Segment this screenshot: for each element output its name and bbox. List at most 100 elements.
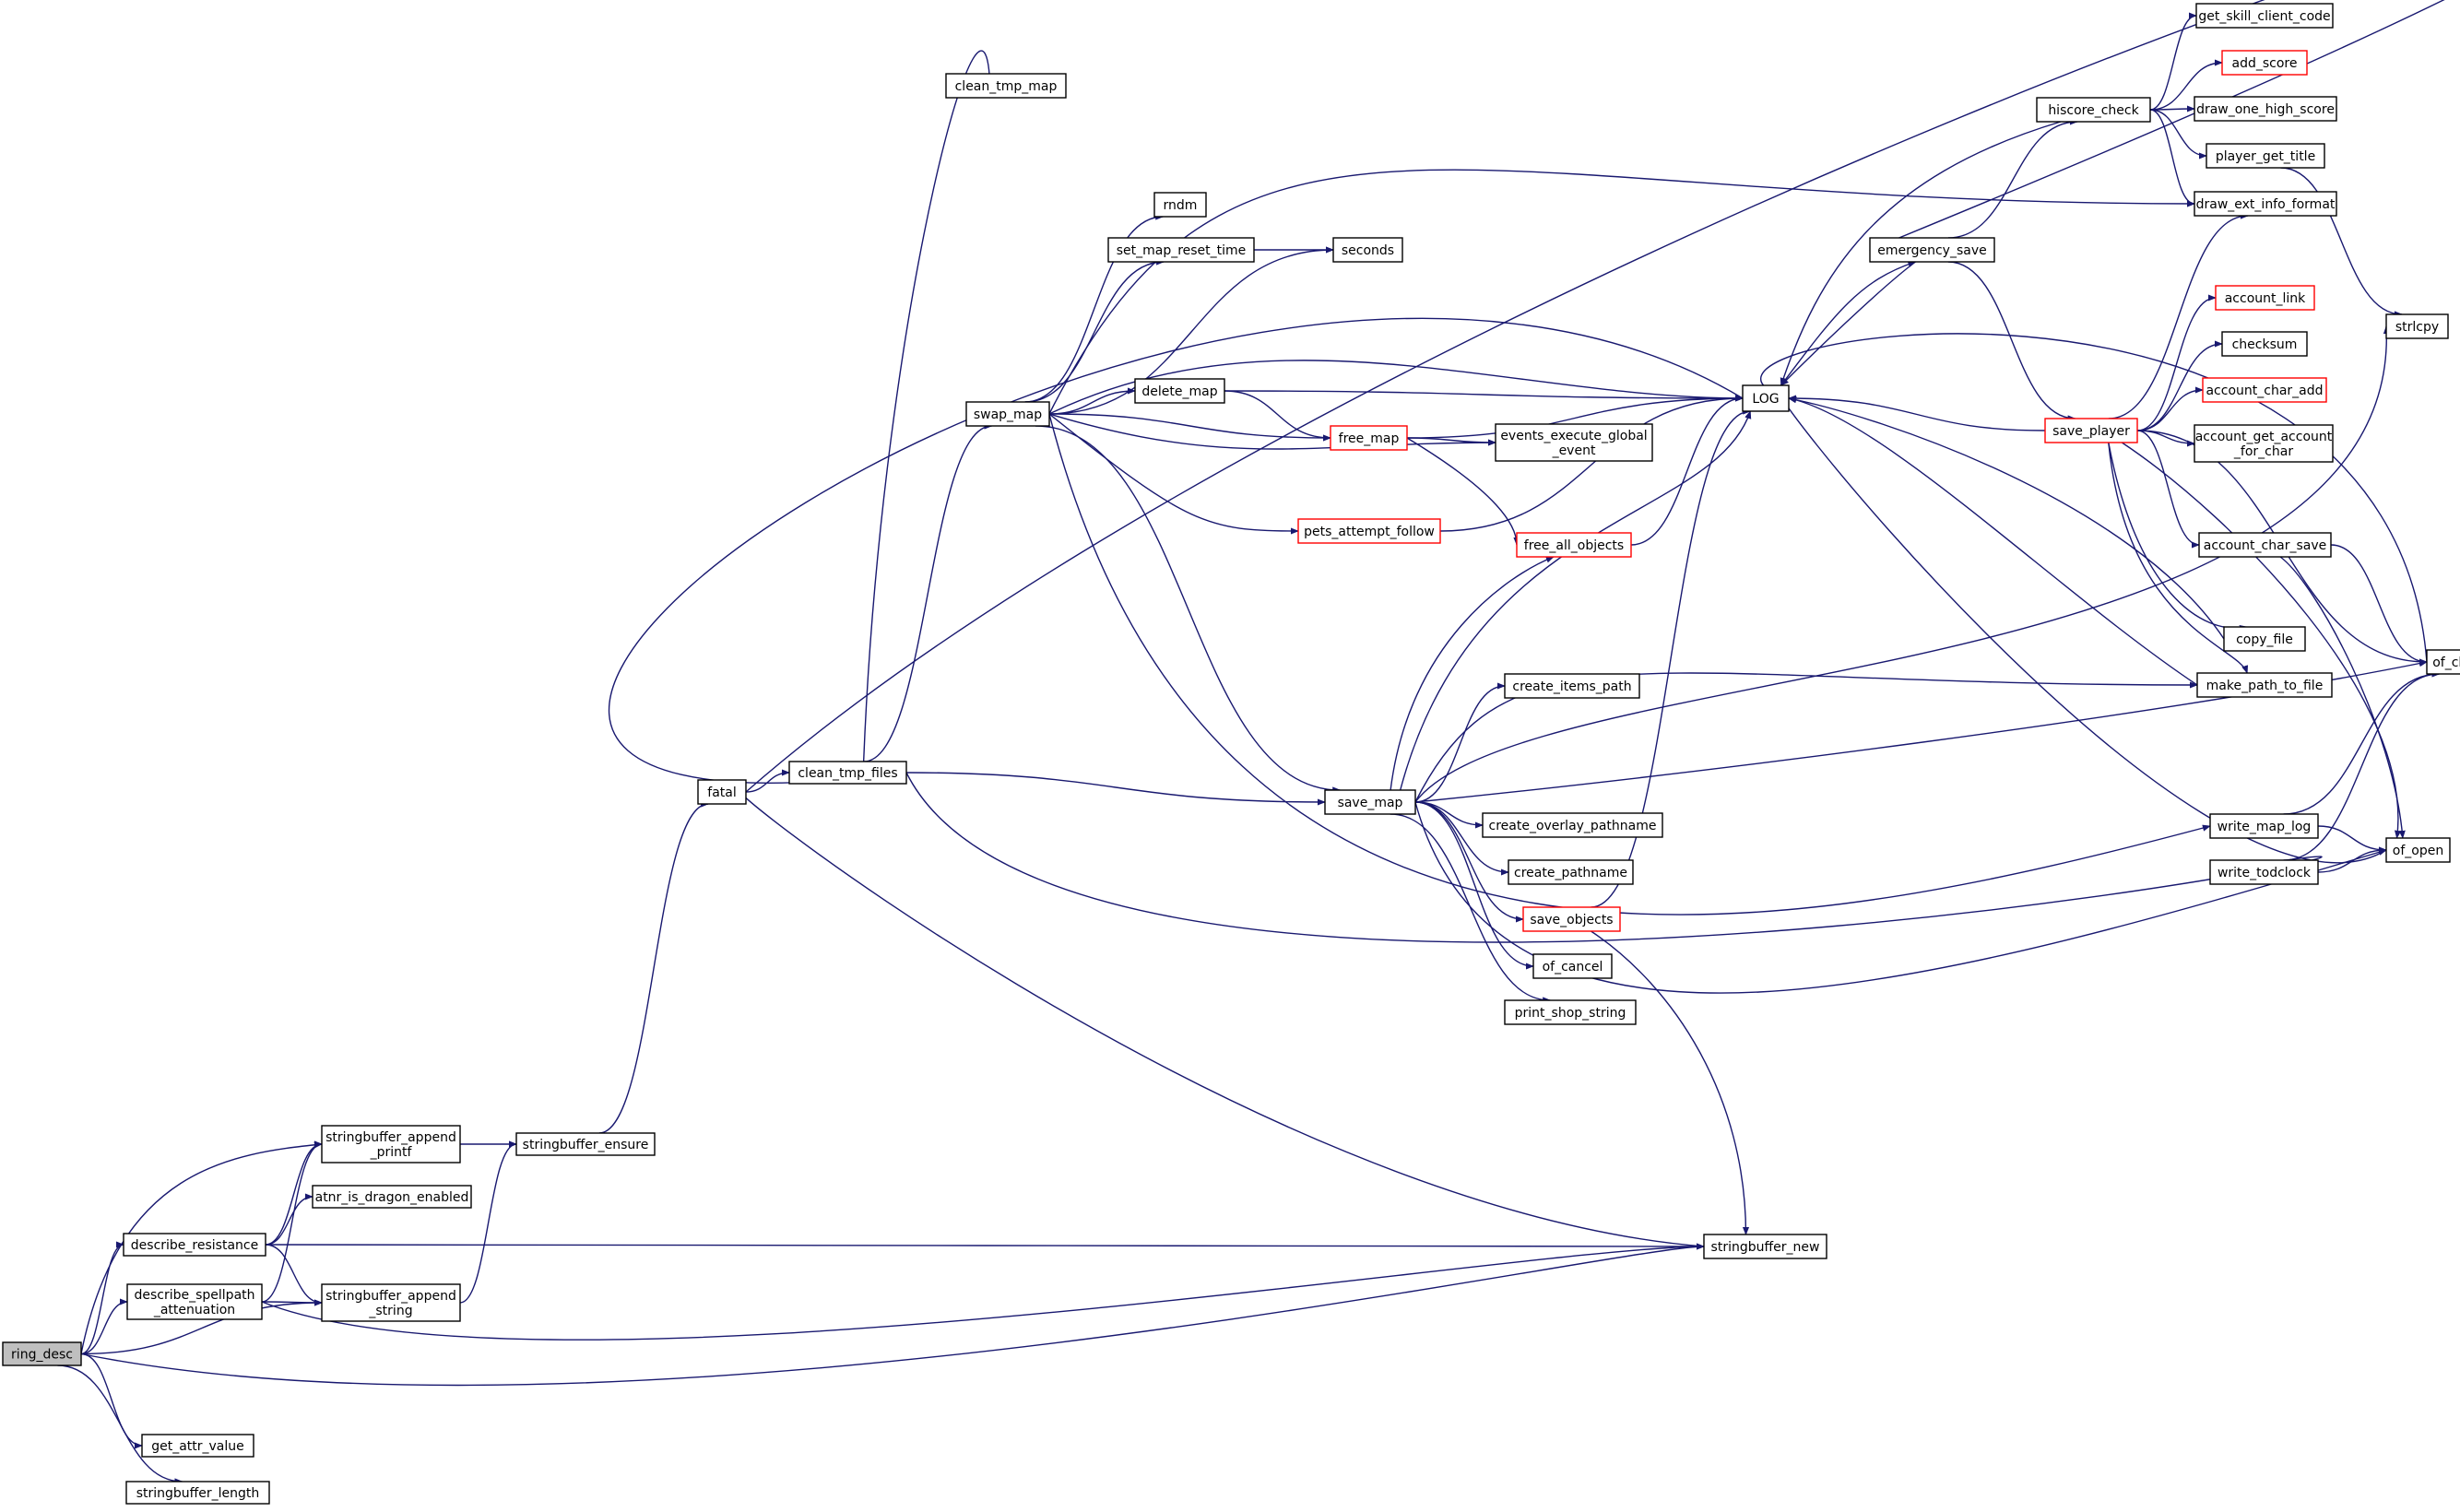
node-box (1297, 518, 1441, 544)
edge-free_map-to-free_all_objects (1406, 437, 1520, 546)
node-checksum[interactable]: checksum (2221, 331, 2308, 357)
node-label: create_items_path (1512, 679, 1631, 694)
node-save-player[interactable]: save_player (2044, 418, 2138, 443)
edge-swap_map-to-draw_ext_info_format (1048, 169, 2195, 415)
edge-save_map-to-strlcpy (1414, 325, 2390, 803)
node-clean-tmp-map[interactable]: clean_tmp_map (945, 73, 1067, 99)
node-label: stringbuffer_length (136, 1486, 260, 1501)
edge-LOG-to-clean_tmp_files (608, 317, 1744, 784)
edge-emergency_save-to-LOG (1780, 261, 1916, 386)
node-create-overlay-pathname[interactable]: create_overlay_pathname (1482, 812, 1663, 838)
node-draw-ext-info-format[interactable]: draw_ext_info_format (2194, 191, 2337, 217)
edge-pets_attempt_follow-to-LOG (1439, 395, 1744, 532)
node-mdm[interactable]: rndm (1153, 192, 1207, 218)
node-free-map[interactable]: free_map (1330, 425, 1408, 451)
node-box (2202, 377, 2327, 403)
node-box (2044, 418, 2138, 443)
node-account-get-account-for-char[interactable]: account_get_account_for_char (2194, 424, 2334, 463)
node-LOG[interactable]: LOG (1742, 384, 1790, 412)
node-of-cancel[interactable]: of_cancel (1532, 953, 1613, 979)
edge-describe_spellpath_attenuation-to-stringbuffer_new (261, 1243, 1705, 1341)
node-seconds[interactable]: seconds (1332, 237, 1403, 263)
node-print-shop-string[interactable]: print_shop_string (1504, 999, 1637, 1025)
node-draw-one-high-score[interactable]: draw_one_high_score (2194, 96, 2337, 122)
node-write-map-log[interactable]: write_map_log (2209, 813, 2319, 839)
node-label: account_get_account (2195, 430, 2333, 444)
node-box (2194, 191, 2337, 217)
node-create-items-path[interactable]: create_items_path (1504, 673, 1640, 699)
edge-stringbuffer_append_string-to-stringbuffer_ensure (459, 1140, 517, 1304)
node-label: strlcpy (2395, 320, 2439, 335)
node-save-objects[interactable]: save_objects (1522, 906, 1621, 932)
node-get-attr-value[interactable]: get_attr_value (141, 1434, 254, 1458)
node-add-score[interactable]: add_score (2221, 50, 2308, 76)
edge-save_player-to-account_char_add (2136, 386, 2204, 431)
node-box (1504, 673, 1640, 699)
node-label: stringbuffer_new (1711, 1240, 1820, 1255)
node-fatal[interactable]: fatal (697, 779, 747, 805)
node-stringbuffer-append-string[interactable]: stringbuffer_append_string (321, 1283, 461, 1322)
edge-save_player-to-LOG (1788, 395, 2046, 431)
edge-swap_map-to-mdm (1024, 213, 1165, 403)
node-get-skill-client-code[interactable]: get_skill_client_code (2195, 3, 2334, 29)
node-box (2194, 96, 2337, 122)
node-clean-tmp-files[interactable]: clean_tmp_files (788, 761, 907, 785)
node-make-path-to-file[interactable]: make_path_to_file (2196, 672, 2333, 698)
node-label: save_map (1338, 796, 1403, 810)
node-label: swap_map (974, 408, 1042, 422)
node-free-all-objects[interactable]: free_all_objects (1516, 532, 1632, 558)
node-create-pathname[interactable]: create_pathname (1508, 859, 1634, 885)
node-stringbuffer-length[interactable]: stringbuffer_length (125, 1481, 270, 1505)
node-of-close[interactable]: of_close (2426, 649, 2460, 675)
node-pets-attempt-follow[interactable]: pets_attempt_follow (1297, 518, 1441, 544)
node-stringbuffer-ensure[interactable]: stringbuffer_ensure (515, 1132, 656, 1156)
node-describe-spellpath-attenuation[interactable]: describe_spellpath_attenuation (126, 1283, 263, 1320)
node-box (2209, 859, 2319, 885)
node-save-map[interactable]: save_map (1324, 789, 1416, 815)
node-label: events_execute_global (1500, 429, 1647, 443)
node-events-execute-global-event[interactable]: events_execute_global_event (1495, 423, 1653, 462)
node-stringbuffer-append-printf[interactable]: stringbuffer_append_printf (321, 1125, 461, 1164)
node-hiscore-check[interactable]: hiscore_check (2036, 97, 2151, 123)
edge-hiscore_check-to-get_skill_client_code (2149, 12, 2197, 111)
node-account-char-add[interactable]: account_char_add (2202, 377, 2327, 403)
edge-free_map-to-events_execute_global_event (1406, 437, 1496, 446)
node-write-todclock[interactable]: write_todclock (2209, 859, 2319, 885)
edge-swap_map-to-LOG (1048, 360, 1744, 415)
node-swap-map[interactable]: swap_map (965, 401, 1050, 427)
node-ring-desc[interactable]: ring_desc (2, 1341, 82, 1366)
node-label: stringbuffer_ensure (523, 1138, 649, 1152)
node-box (126, 1283, 263, 1320)
node-copy-file[interactable]: copy_file (2223, 626, 2306, 652)
node-label: save_objects (1530, 913, 1613, 927)
node-account-link[interactable]: account_link (2215, 285, 2315, 311)
edge-account_char_save-to-of_close (2330, 544, 2428, 666)
edge-save_map-to-save_objects (1414, 801, 1524, 923)
node-box (1153, 192, 1207, 218)
node-box (2036, 97, 2151, 123)
node-label: create_overlay_pathname (1489, 819, 1657, 833)
node-of-open[interactable]: of_open (2385, 837, 2451, 863)
node-delete-map[interactable]: delete_map (1134, 378, 1225, 404)
edge-save_player-to-account_char_save (2136, 430, 2200, 549)
node-account-char-save[interactable]: account_char_save (2198, 532, 2332, 558)
node-label: emergency_save (1877, 243, 1987, 258)
node-label: describe_resistance (131, 1238, 258, 1253)
node-stringbuffer-new[interactable]: stringbuffer_new (1703, 1234, 1827, 1259)
edge-write_todclock-to-of_close (2283, 670, 2441, 861)
edge-delete_map-to-LOG (1224, 390, 1744, 402)
node-label: draw_ext_info_format (2196, 197, 2336, 212)
node-atnr-is-dragon-enabled[interactable]: atnr_is_dragon_enabled (312, 1185, 472, 1209)
node-set-map-reset-time[interactable]: set_map_reset_time (1107, 237, 1255, 263)
node-player-get-title[interactable]: player_get_title (2206, 143, 2325, 169)
edge-describe_resistance-to-stringbuffer_append_string (265, 1244, 323, 1306)
edge-hiscore_check-to-add_score (2149, 59, 2223, 111)
node-label: ring_desc (11, 1348, 73, 1363)
node-box (2194, 424, 2334, 463)
edge-clean_tmp_files-to-swap_map (863, 422, 993, 762)
node-emergency-save[interactable]: emergency_save (1869, 237, 1995, 263)
node-strlcpy[interactable]: strlcpy (2385, 313, 2449, 339)
node-label: _event (1552, 443, 1596, 458)
node-box (2215, 285, 2315, 311)
node-describe-resistance[interactable]: describe_resistance (123, 1233, 266, 1257)
